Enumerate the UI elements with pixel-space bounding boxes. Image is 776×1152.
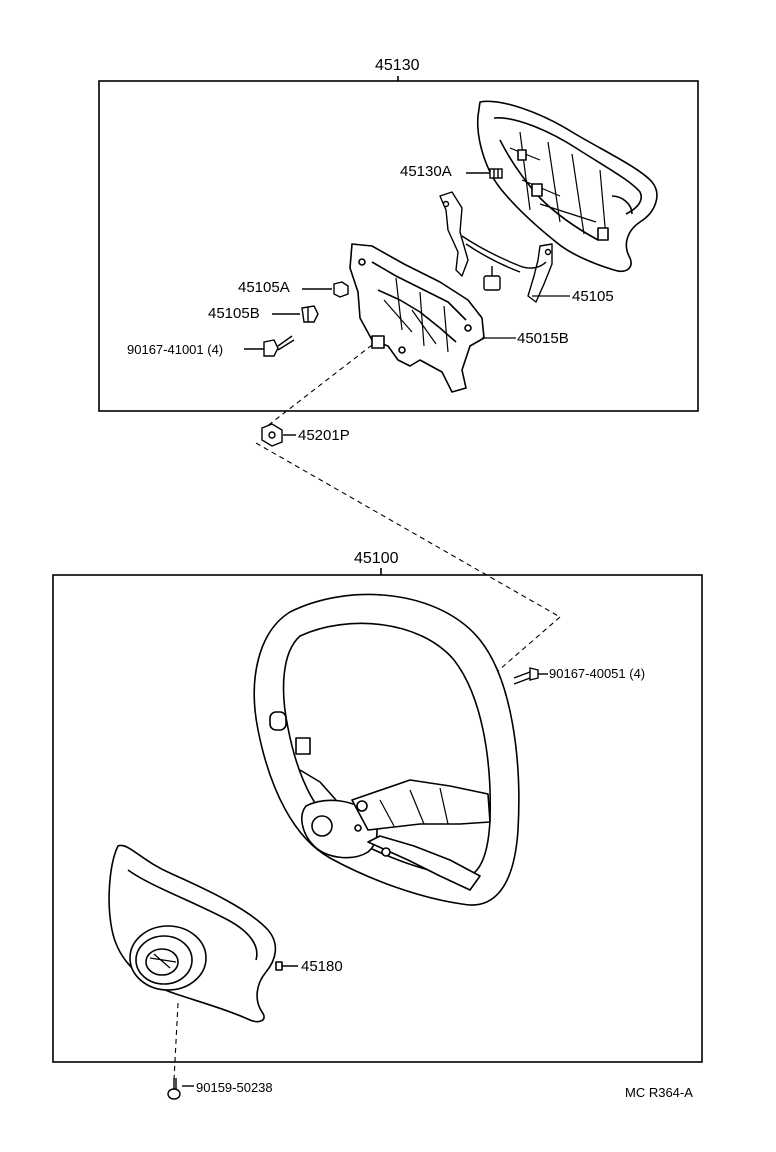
part-label-45130A: 45130A <box>400 163 452 180</box>
pad-cover-shell <box>476 100 658 273</box>
horn-pad-45180 <box>108 844 298 1023</box>
nut-45105A <box>302 281 349 298</box>
part-label-45201P: 45201P <box>298 427 350 444</box>
mounting-frame-45015B <box>349 243 485 393</box>
leader-lines-upper <box>482 295 570 339</box>
diagram-reference-code: MC R364-A <box>625 1085 693 1100</box>
upper-assembly-box <box>98 76 699 412</box>
group-label-45130: 45130 <box>375 57 420 74</box>
lower-assembly-box <box>52 568 703 1063</box>
part-label-90167-40051: 90167-40051 (4) <box>549 666 646 681</box>
bolt-90167-41001 <box>244 335 295 357</box>
nut-45201P <box>261 423 296 447</box>
part-label-45105: 45105 <box>572 288 614 305</box>
part-label-45015B: 45015B <box>517 330 569 347</box>
group-label-45100: 45100 <box>354 550 399 567</box>
bolt-90167-40051 <box>513 667 548 685</box>
part-label-45180: 45180 <box>301 958 343 975</box>
spacer-45105B <box>272 305 319 323</box>
part-label-90167-41001: 90167-41001 (4) <box>127 342 224 357</box>
part-label-45105B: 45105B <box>208 305 260 322</box>
part-label-45105A: 45105A <box>238 279 290 296</box>
screw-90159-50238 <box>167 1078 194 1100</box>
dashed-connector <box>173 344 561 1081</box>
wiring-bracket-45105 <box>439 191 553 303</box>
steering-wheel <box>253 593 520 906</box>
part-label-90159-50238: 90159-50238 <box>196 1080 273 1095</box>
screw-45130A <box>466 168 503 179</box>
